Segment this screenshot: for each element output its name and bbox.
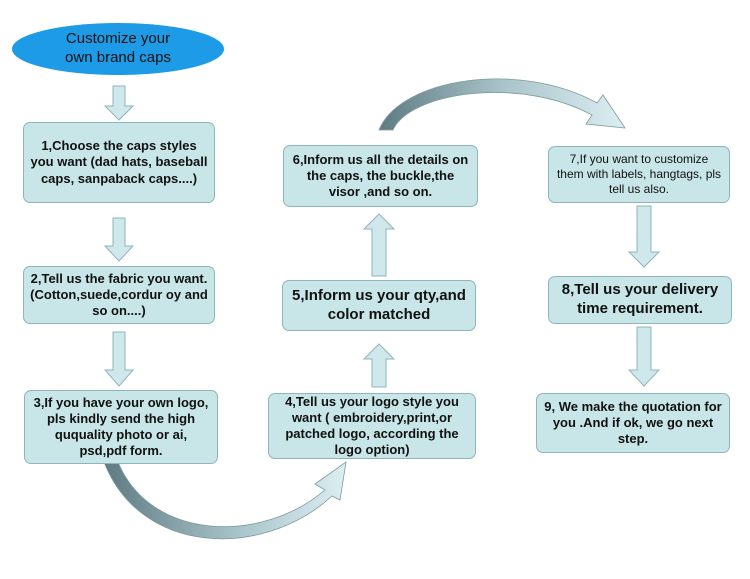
step-7-box: 7,If you want to customize them with lab… [548,146,730,203]
down-arrow-step2-to-step3 [103,331,135,387]
step-1-text: 1,Choose the caps styles you want (dad h… [30,138,208,186]
step-3-box: 3,If you have your own logo, pls kindly … [24,390,218,464]
step-3-text: 3,If you have your own logo, pls kindly … [33,394,209,459]
step-2-text: 2,Tell us the fabric you want.(Cotton,su… [30,270,208,319]
header-ellipse: Customize your own brand caps [12,23,224,75]
down-arrow-header-to-step1 [103,85,135,121]
down-arrow-step7-to-step8 [627,205,661,268]
down-arrow-step1-to-step2 [103,217,135,262]
step-7-text: 7,If you want to customize them with lab… [556,152,722,196]
step-5-text: 5,Inform us your qty,and color matched [292,286,466,323]
up-arrow-step4-to-step5 [362,343,396,388]
step-2-box: 2,Tell us the fabric you want.(Cotton,su… [23,266,215,324]
curved-arrow-step6-to-step7 [378,78,626,131]
step-4-box: 4,Tell us your logo style you want ( emb… [268,393,476,459]
step-8-text: 8,Tell us your delivery time requirement… [561,281,719,317]
step-6-box: 6,Inform us all the details on the caps,… [283,145,478,207]
step-1-box: 1,Choose the caps styles you want (dad h… [23,122,215,203]
step-4-text: 4,Tell us your logo style you want ( emb… [285,393,459,458]
step-5-box: 5,Inform us your qty,and color matched [282,280,476,331]
step-9-text: 9, We make the quotation for you .And if… [544,398,722,447]
step-9-box: 9, We make the quotation for you .And if… [536,393,730,453]
step-8-box: 8,Tell us your delivery time requirement… [548,276,732,324]
up-arrow-step5-to-step6 [362,213,396,277]
step-6-text: 6,Inform us all the details on the caps,… [292,151,469,200]
curved-arrow-step3-to-step4 [103,461,347,540]
header-title: Customize your own brand caps [65,30,171,66]
down-arrow-step8-to-step9 [627,326,661,387]
